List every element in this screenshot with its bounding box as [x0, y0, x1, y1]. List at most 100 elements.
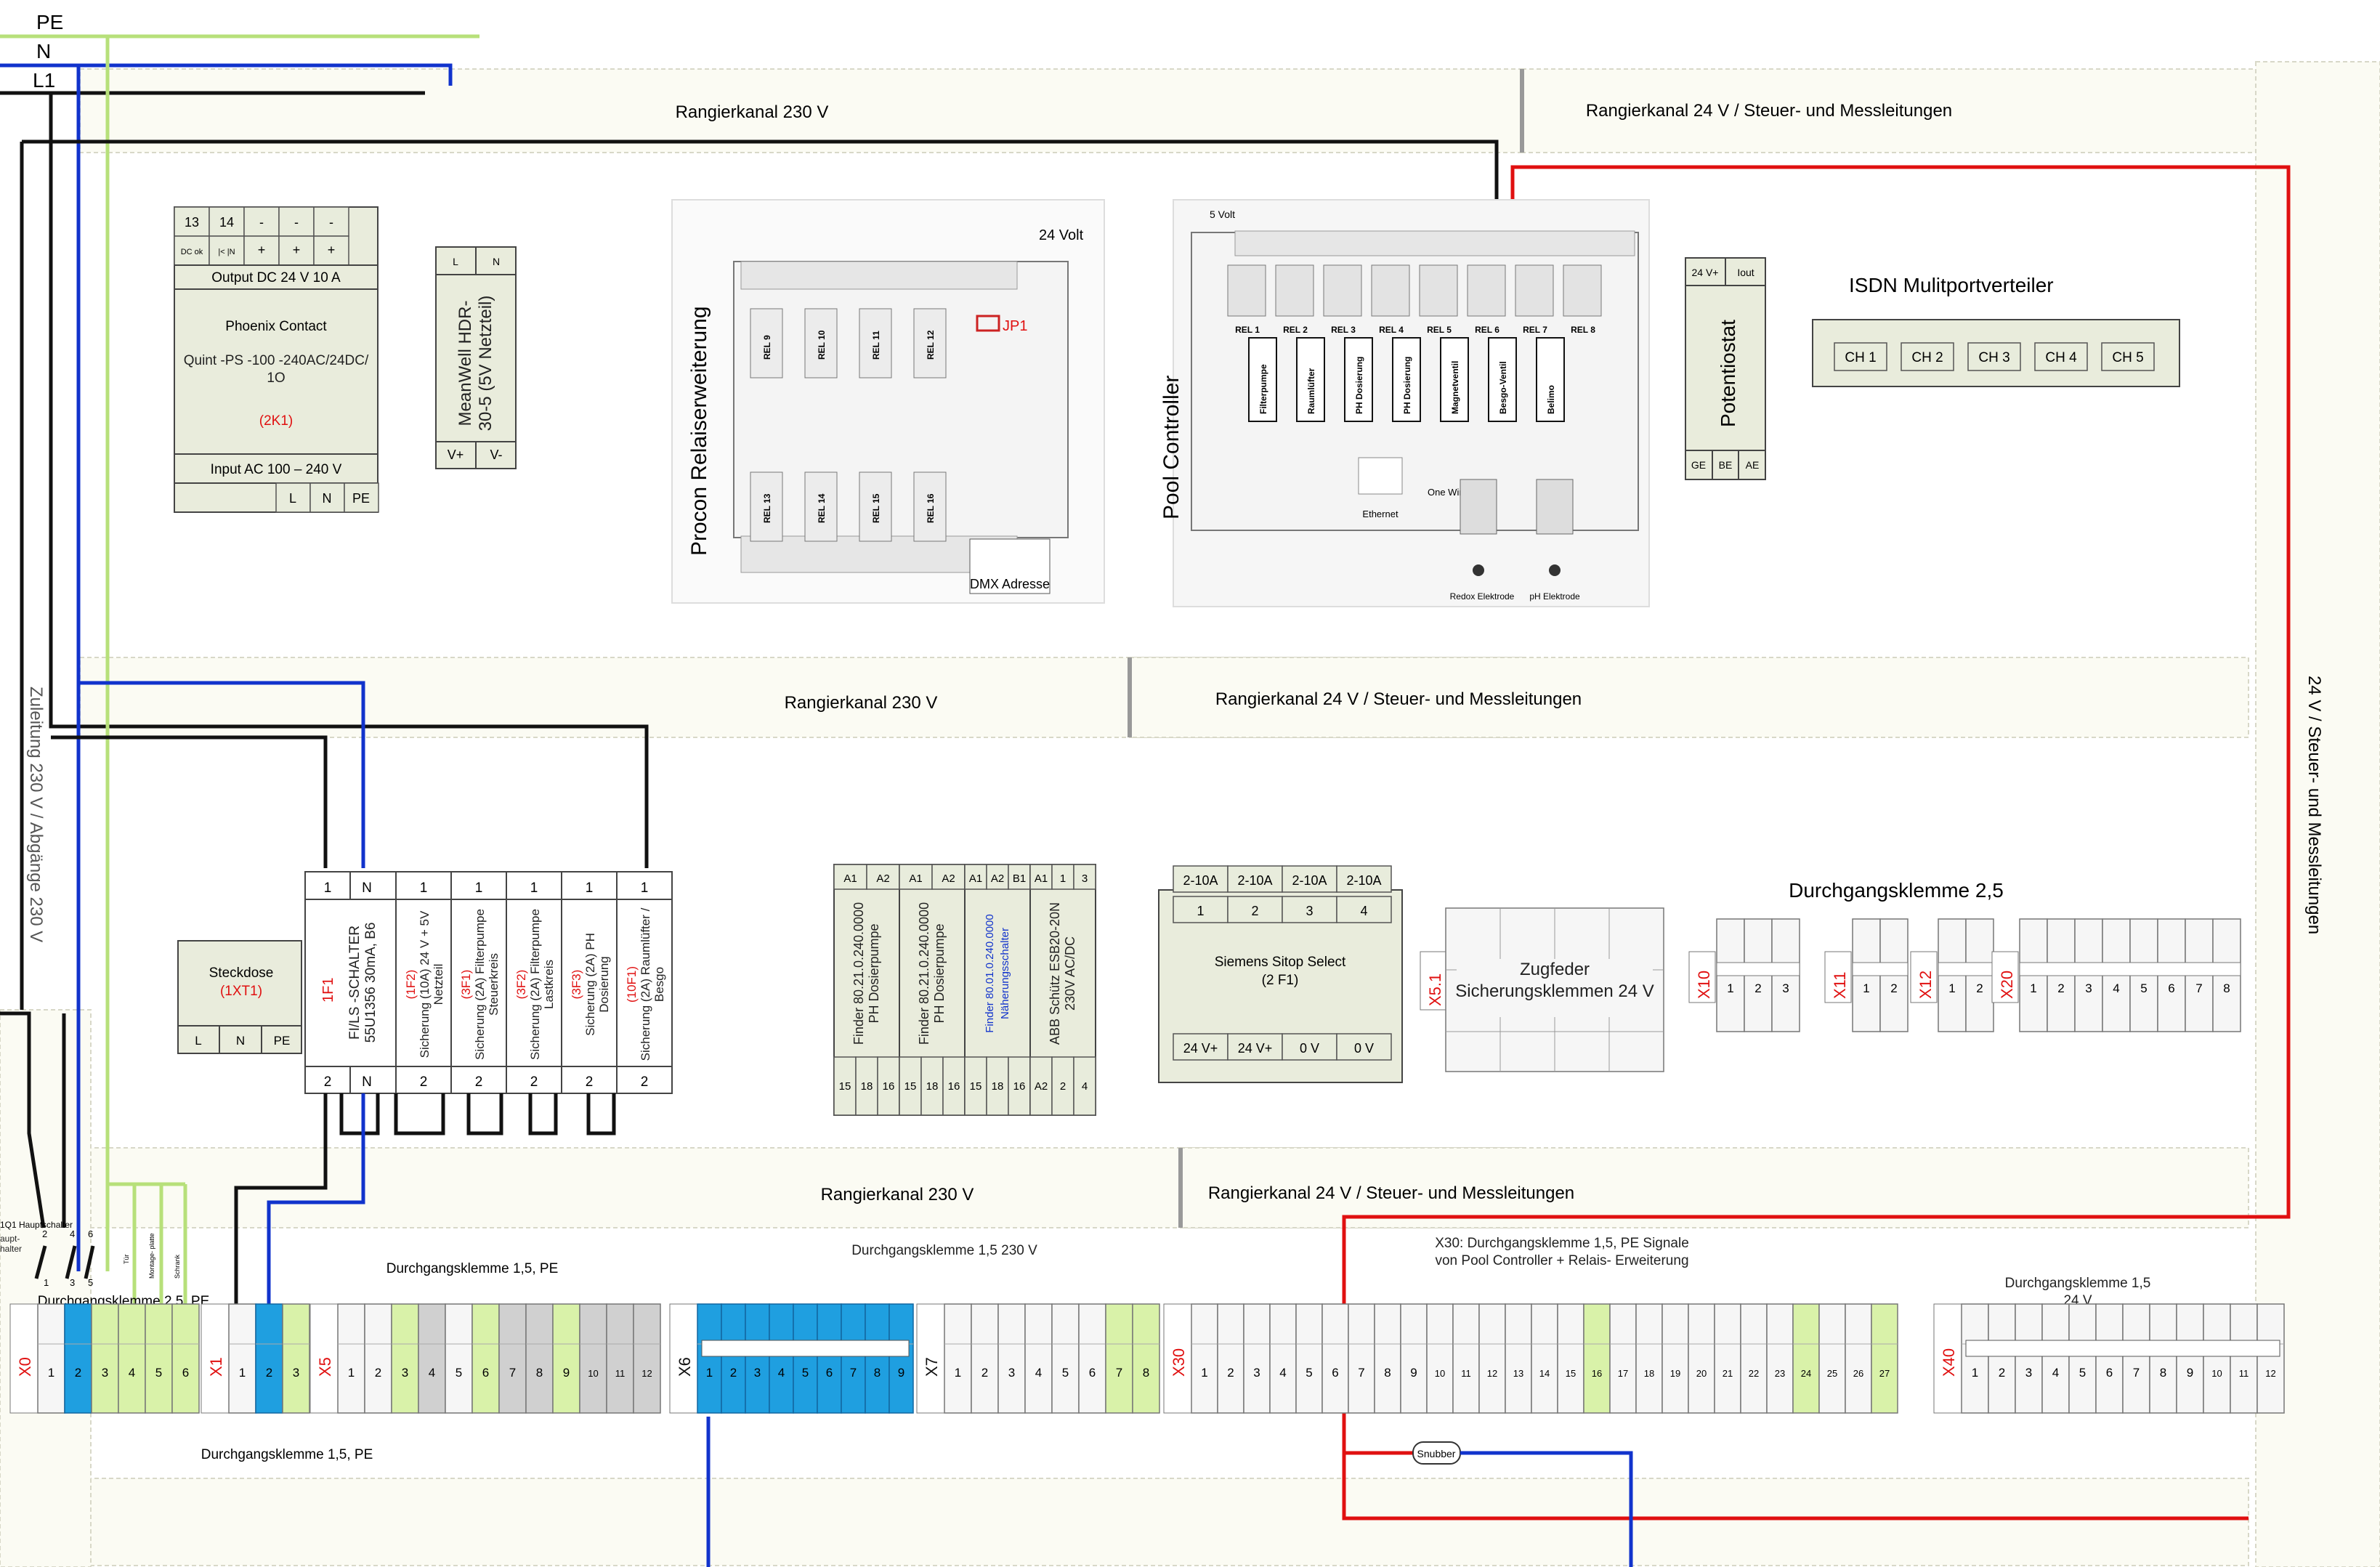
poti-top-24v: 24 V+	[1692, 267, 1719, 278]
din-relay-bottom-cell	[986, 1056, 1009, 1116]
isdn-channel[interactable]	[1967, 342, 2021, 371]
pool-ethernet: Ethernet	[1362, 509, 1399, 519]
dk25-terminal-label: 2	[2057, 981, 2064, 995]
procon-dmx: DMX Adresse	[970, 577, 1050, 591]
breaker-ref: (1F2)	[403, 969, 418, 1000]
dk25-tag: X10	[1695, 971, 1713, 999]
breaker-fi-ref: 1F1	[320, 978, 336, 1003]
phoenix-mid-cell-label: +	[328, 243, 336, 257]
pool-function-box	[1248, 337, 1277, 422]
strip-terminal	[1051, 1303, 1080, 1414]
strip-terminal	[64, 1303, 92, 1414]
hs-top-6: 6	[88, 1228, 93, 1239]
strip-terminal	[633, 1303, 661, 1414]
strip-terminal-label: 2	[375, 1366, 381, 1380]
pool-function-box	[1296, 337, 1325, 422]
strip-tag: X5	[316, 1357, 334, 1377]
strip-terminal-label: 16	[1592, 1368, 1602, 1379]
din-relay-bottom-cell	[855, 1056, 878, 1116]
meanwell-bot-vplus: V+	[448, 448, 464, 462]
isdn-channel[interactable]	[2034, 342, 2088, 371]
pool-relay-label: REL 5	[1427, 325, 1452, 335]
pool-relay	[1227, 264, 1266, 317]
din-relay-top-label: B1	[1013, 872, 1026, 885]
strip-terminal-label: 5	[456, 1366, 462, 1380]
strip-terminal-label: 2	[981, 1366, 988, 1380]
strip-terminal	[445, 1303, 473, 1414]
phoenix-mid-cell-label: +	[258, 243, 266, 257]
phoenix-top-cell-label: 13	[185, 215, 199, 230]
dk25-terminal-label: 5	[2140, 981, 2147, 995]
din-relay-top-label: A2	[942, 872, 955, 885]
isdn-channel-label: CH 1	[1845, 350, 1876, 365]
strip-terminal-label: 5	[155, 1366, 162, 1380]
steckdose-n: N	[236, 1034, 245, 1048]
sitop-bottom-cell	[1282, 1033, 1337, 1061]
strip-terminal	[1078, 1303, 1106, 1414]
isdn-title: ISDN Mulitportverteiler	[1849, 274, 2054, 296]
phoenix-mid-cell	[278, 235, 315, 266]
isdn-channel-label: CH 3	[1978, 350, 2009, 365]
x6-caption: Durchgangsklemme 1,5 230 V	[851, 1243, 1037, 1258]
dk25-bridge	[2019, 962, 2241, 976]
strip-terminal-label: 9	[2187, 1366, 2193, 1380]
strip-terminal-label: 15	[1566, 1368, 1576, 1379]
breaker-fi	[304, 871, 397, 1094]
pool-relay-label: REL 3	[1331, 325, 1356, 335]
strip-terminal-label: 21	[1723, 1368, 1733, 1379]
sitop-bottom-label: 0 V	[1354, 1041, 1374, 1056]
strip-terminal	[2176, 1303, 2204, 1414]
hs-bot-3: 3	[70, 1277, 75, 1288]
strip-tag-cell	[309, 1303, 339, 1414]
hauptschalter: 1Q1 Hauptschalter aupt- halter 2 4 6 1 3…	[0, 1220, 95, 1288]
channel-left	[0, 1009, 92, 1567]
strip-terminal	[91, 1303, 119, 1414]
x0-small-schrank: Schrank	[174, 1254, 181, 1279]
isdn-channel[interactable]	[2101, 342, 2155, 371]
strip-terminal	[1818, 1303, 1846, 1414]
channel-top-230-label: Rangierkanal 230 V	[676, 102, 829, 122]
breaker-top: 1	[586, 880, 594, 896]
procon-title: Procon Relaiserweiterung	[687, 306, 711, 556]
strip-tag-cell	[1163, 1303, 1192, 1414]
din-relay-bottom-cell	[920, 1056, 944, 1116]
strip-terminal	[944, 1303, 972, 1414]
x30-caption: X30: Durchgangsklemme 1,5, PE Signale vo…	[1435, 1236, 1689, 1268]
channel-bot-24-label: Rangierkanal 24 V / Steuer- und Messleit…	[1208, 1183, 1574, 1203]
din-relay-bottom-label: 2	[1060, 1080, 1066, 1093]
sitop-bottom-label: 24 V+	[1238, 1041, 1273, 1056]
din-relay-bottom-cell	[1008, 1056, 1031, 1116]
strip-tag: X7	[923, 1357, 941, 1377]
strip-terminal-label: 26	[1853, 1368, 1863, 1379]
strip-terminal-label: 9	[563, 1366, 570, 1380]
breaker-bottom: 2	[641, 1074, 649, 1090]
din-relay-text: Finder 80.21.0.240.0000 PH Dosierpumpe	[851, 902, 881, 1045]
breaker	[616, 871, 673, 1094]
line-l1-label: L1	[33, 69, 55, 92]
strip-terminal	[889, 1303, 914, 1414]
strip-terminal-label: 12	[641, 1368, 652, 1379]
sitop-num-cell	[1173, 896, 1229, 923]
isdn-channel[interactable]	[1901, 342, 1954, 371]
dk25-tag-cell	[1688, 951, 1716, 1003]
phoenix-mid-cell-label: +	[293, 243, 301, 257]
strip-tag-cell	[916, 1303, 945, 1414]
under-caption: Durchgangsklemme 1,5, PE	[201, 1447, 373, 1462]
channel-top-24	[1521, 68, 2256, 153]
strip-bridge	[1965, 1340, 2280, 1357]
pool-function-label: Raumlüfter	[1306, 368, 1316, 414]
strip-tag: X1	[207, 1357, 225, 1377]
dk25-tag-cell	[1910, 951, 1938, 1003]
phoenix-top-cell	[313, 206, 349, 237]
breaker-bottom: 2	[586, 1074, 594, 1090]
strip-terminal	[171, 1303, 200, 1414]
isdn-channel[interactable]	[1834, 342, 1887, 371]
strip-terminal	[391, 1303, 419, 1414]
strip-terminal-label: 14	[1539, 1368, 1550, 1379]
strip-tag: X40	[1940, 1348, 1958, 1377]
pool-function-label: Filterpumpe	[1258, 364, 1268, 414]
strip-terminal	[997, 1303, 1026, 1414]
isdn-channel-label: CH 4	[2045, 350, 2077, 365]
